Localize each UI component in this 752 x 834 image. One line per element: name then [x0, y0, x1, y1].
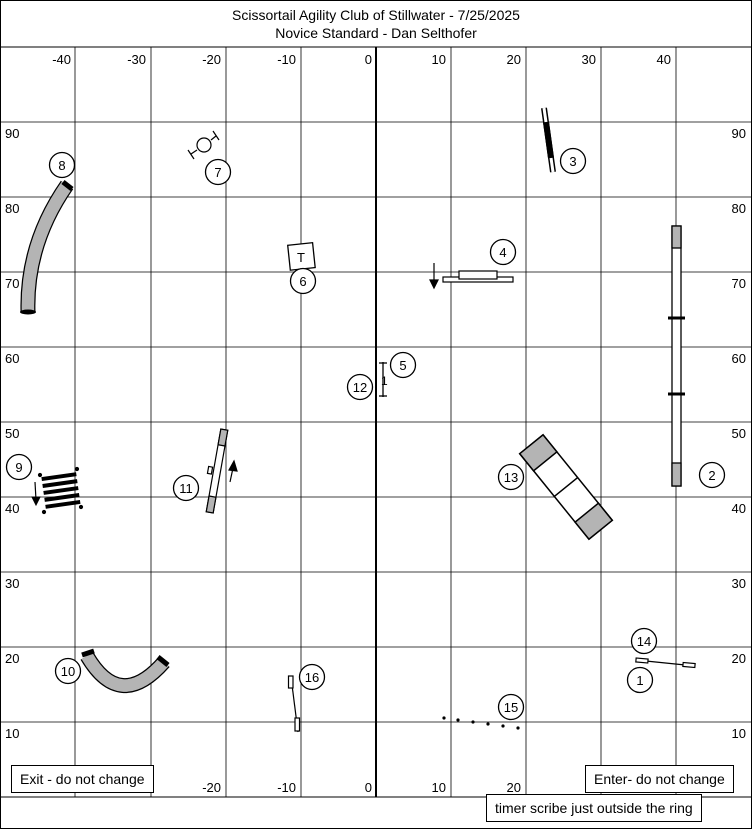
axis-top-label: -20 — [202, 52, 221, 67]
marker-3: 3 — [559, 147, 587, 175]
axis-top-label: -30 — [127, 52, 146, 67]
axis-left-label: 70 — [5, 276, 19, 291]
axis-left-label: 50 — [5, 426, 19, 441]
axis-left-label: 40 — [5, 501, 19, 516]
axis-top-label: 20 — [507, 52, 521, 67]
axis-top-label: -40 — [52, 52, 71, 67]
axis-bottom-label: 10 — [432, 780, 446, 795]
marker-8-label: 8 — [58, 158, 65, 173]
axis-top-label: -10 — [277, 52, 296, 67]
dogwalk-2 — [668, 225, 685, 487]
axis-bottom-label: 20 — [507, 780, 521, 795]
axis-top-label: 30 — [582, 52, 596, 67]
axis-left-label: 10 — [5, 726, 19, 741]
marker-5: 5 — [389, 351, 417, 379]
course-subtitle: Novice Standard - Dan Selthofer — [275, 25, 477, 41]
marker-6-label: 6 — [299, 274, 306, 289]
timer-note: timer scribe just outside the ring — [486, 794, 702, 822]
marker-16-label: 16 — [305, 670, 319, 685]
marker-12: 12 — [346, 373, 374, 401]
jump-16 — [287, 675, 301, 733]
marker-1-label: 1 — [636, 673, 643, 688]
marker-11-label: 11 — [179, 481, 193, 496]
marker-6: 6 — [289, 267, 317, 295]
marker-14-label: 14 — [637, 634, 651, 649]
axis-left-labels: 90 80 70 60 50 40 30 20 10 — [5, 126, 19, 741]
axis-right-labels: 90 80 70 60 50 40 30 20 10 — [732, 126, 746, 741]
axis-bottom-labels: -20 -10 0 10 20 — [202, 780, 521, 795]
axis-bottom-label: -10 — [277, 780, 296, 795]
marker-1: 1 — [626, 666, 654, 694]
marker-7-label: 7 — [214, 165, 221, 180]
enter-note: Enter- do not change — [585, 765, 734, 793]
marker-4: 4 — [489, 238, 517, 266]
axis-top-label: 0 — [365, 52, 372, 67]
tire-label: 1 — [381, 374, 388, 388]
marker-14: 14 — [630, 627, 658, 655]
marker-10-label: 10 — [61, 664, 75, 679]
axis-top-label: 40 — [657, 52, 671, 67]
marker-15: 15 — [497, 693, 525, 721]
marker-13: 13 — [497, 463, 525, 491]
marker-7: 7 — [204, 158, 232, 186]
jump-4 — [429, 263, 514, 290]
axis-right-label: 80 — [732, 201, 746, 216]
marker-2-label: 2 — [708, 468, 715, 483]
jump-3 — [541, 107, 556, 173]
jump-9 — [31, 466, 84, 515]
axis-top-labels: -40 -30 -20 -10 0 10 20 30 40 — [52, 52, 671, 67]
axis-left-label: 30 — [5, 576, 19, 591]
axis-right-label: 70 — [732, 276, 746, 291]
axis-right-label: 50 — [732, 426, 746, 441]
marker-8: 8 — [48, 151, 76, 179]
marker-4-label: 4 — [499, 245, 506, 260]
table-label: T — [297, 250, 305, 265]
marker-5-label: 5 — [399, 358, 406, 373]
tunnel-10 — [80, 648, 170, 694]
axis-right-label: 20 — [732, 651, 746, 666]
marker-9-label: 9 — [15, 460, 22, 475]
tunnel-8 — [20, 180, 74, 315]
marker-10: 10 — [54, 657, 82, 685]
axis-left-label: 90 — [5, 126, 19, 141]
marker-9: 9 — [5, 453, 33, 481]
broad-jump-15 — [442, 716, 520, 730]
axis-right-label: 60 — [732, 351, 746, 366]
exit-note: Exit - do not change — [11, 765, 154, 793]
axis-bottom-label: 0 — [365, 780, 372, 795]
tire-7 — [187, 130, 220, 160]
axis-top-label: 10 — [432, 52, 446, 67]
marker-13-label: 13 — [504, 470, 518, 485]
axis-bottom-label: -20 — [202, 780, 221, 795]
axis-left-label: 80 — [5, 201, 19, 216]
marker-3-label: 3 — [569, 154, 576, 169]
axis-right-label: 40 — [732, 501, 746, 516]
jump-1-14 — [635, 657, 696, 669]
course-title: Scissortail Agility Club of Stillwater -… — [232, 7, 520, 23]
axis-right-label: 30 — [732, 576, 746, 591]
marker-16: 16 — [298, 663, 326, 691]
axis-right-label: 90 — [732, 126, 746, 141]
table-6: T — [286, 241, 316, 271]
axis-left-label: 60 — [5, 351, 19, 366]
number-markers: 1 2 3 4 5 6 7 8 9 10 11 12 13 14 15 16 — [5, 147, 726, 721]
aframe-13 — [518, 433, 614, 541]
marker-15-label: 15 — [504, 700, 518, 715]
marker-12-label: 12 — [353, 380, 367, 395]
axis-right-label: 10 — [732, 726, 746, 741]
axis-left-label: 20 — [5, 651, 19, 666]
jump-11 — [205, 428, 238, 514]
marker-11: 11 — [172, 474, 200, 502]
marker-2: 2 — [698, 461, 726, 489]
jump-5-12: 1 — [379, 362, 388, 397]
